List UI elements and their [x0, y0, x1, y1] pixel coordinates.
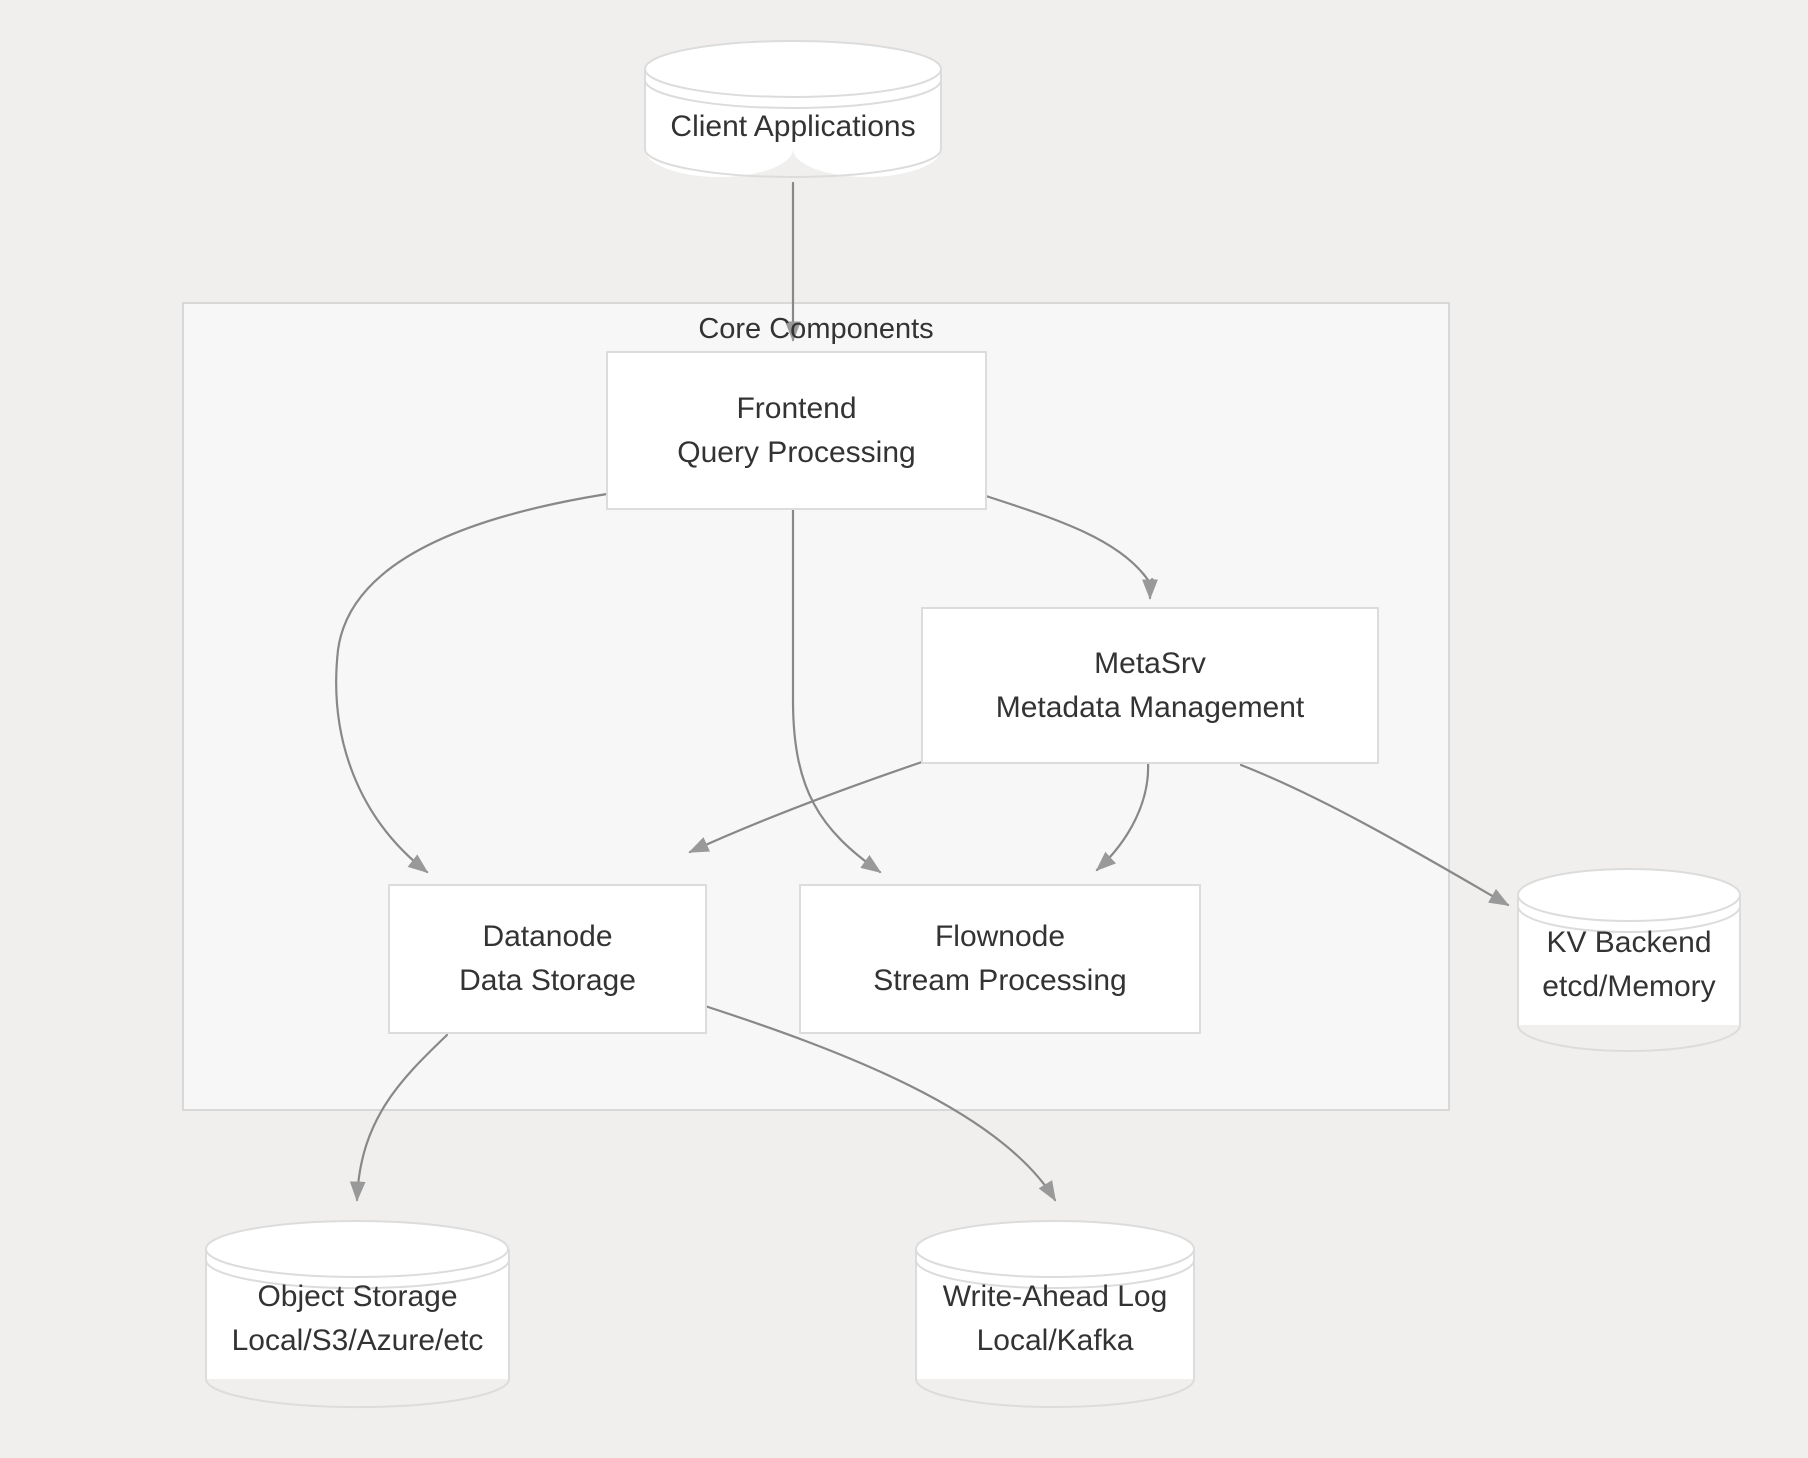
node-frontend[interactable] [606, 351, 987, 510]
edge-datanode-to-object-storage [349, 1033, 449, 1202]
node-write-ahead-log[interactable] [915, 1220, 1195, 1408]
node-kv-backend[interactable] [1517, 868, 1741, 1052]
edge-metasrv-to-datanode [688, 760, 924, 854]
node-metasrv[interactable] [921, 607, 1379, 764]
edge-frontend-to-flownode [791, 507, 882, 874]
edge-frontend-to-metasrv [984, 494, 1158, 600]
edge-metasrv-to-kv-backend [1239, 763, 1510, 907]
edge-frontend-to-datanode [335, 492, 609, 874]
node-datanode[interactable] [388, 884, 707, 1034]
node-object-storage[interactable] [205, 1220, 510, 1409]
edge-metasrv-to-flownode [1095, 760, 1150, 872]
subgraph-title-core-components: Core Components [698, 313, 934, 345]
node-flownode[interactable] [799, 884, 1201, 1034]
node-client-applications[interactable] [644, 40, 942, 178]
edge-datanode-to-wal [703, 1004, 1057, 1202]
